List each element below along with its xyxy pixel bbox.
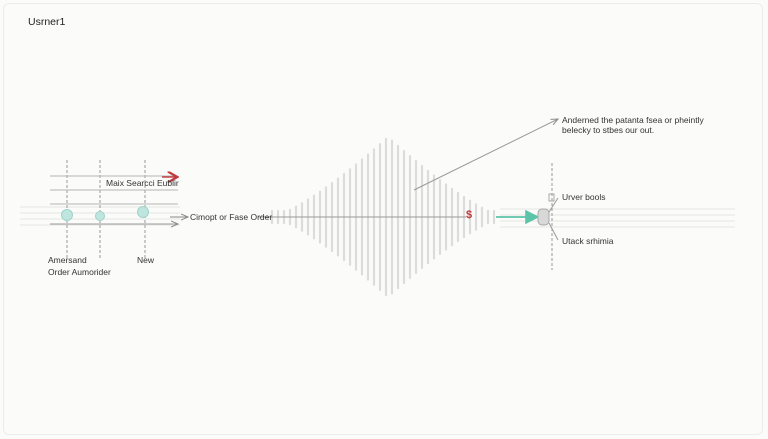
left-cluster-verticals [66, 160, 146, 258]
left-top-label: Maix Searcci Eublir [106, 178, 179, 188]
right-tick-upper [548, 193, 555, 202]
canvas-frame [3, 3, 763, 435]
right-label-lower: Utack srhimia [562, 236, 614, 246]
right-node [537, 208, 550, 226]
right-label-upper: Urver bools [562, 192, 606, 202]
right-branch-lower [548, 222, 559, 241]
currency-marker: $ [466, 209, 473, 221]
annotation-pointer [413, 119, 558, 191]
right-branch-upper [548, 197, 559, 213]
node-3 [137, 206, 149, 218]
node-1 [61, 209, 73, 221]
annotation-line2: belecky to stbes our out. [562, 125, 655, 135]
annotation-line1: Anderned the patanta fsea or pheintly [562, 115, 704, 125]
left-right-label: New [137, 255, 155, 265]
page-title: Usrner1 [28, 16, 66, 28]
left-label-line1: Amersand [48, 255, 87, 265]
node-2 [95, 211, 105, 221]
left-cluster-horizontals [50, 175, 178, 205]
middle-arrow-label: Cimopt or Fase Order [190, 212, 273, 222]
left-label-line2: Order Aumorider [48, 267, 111, 277]
